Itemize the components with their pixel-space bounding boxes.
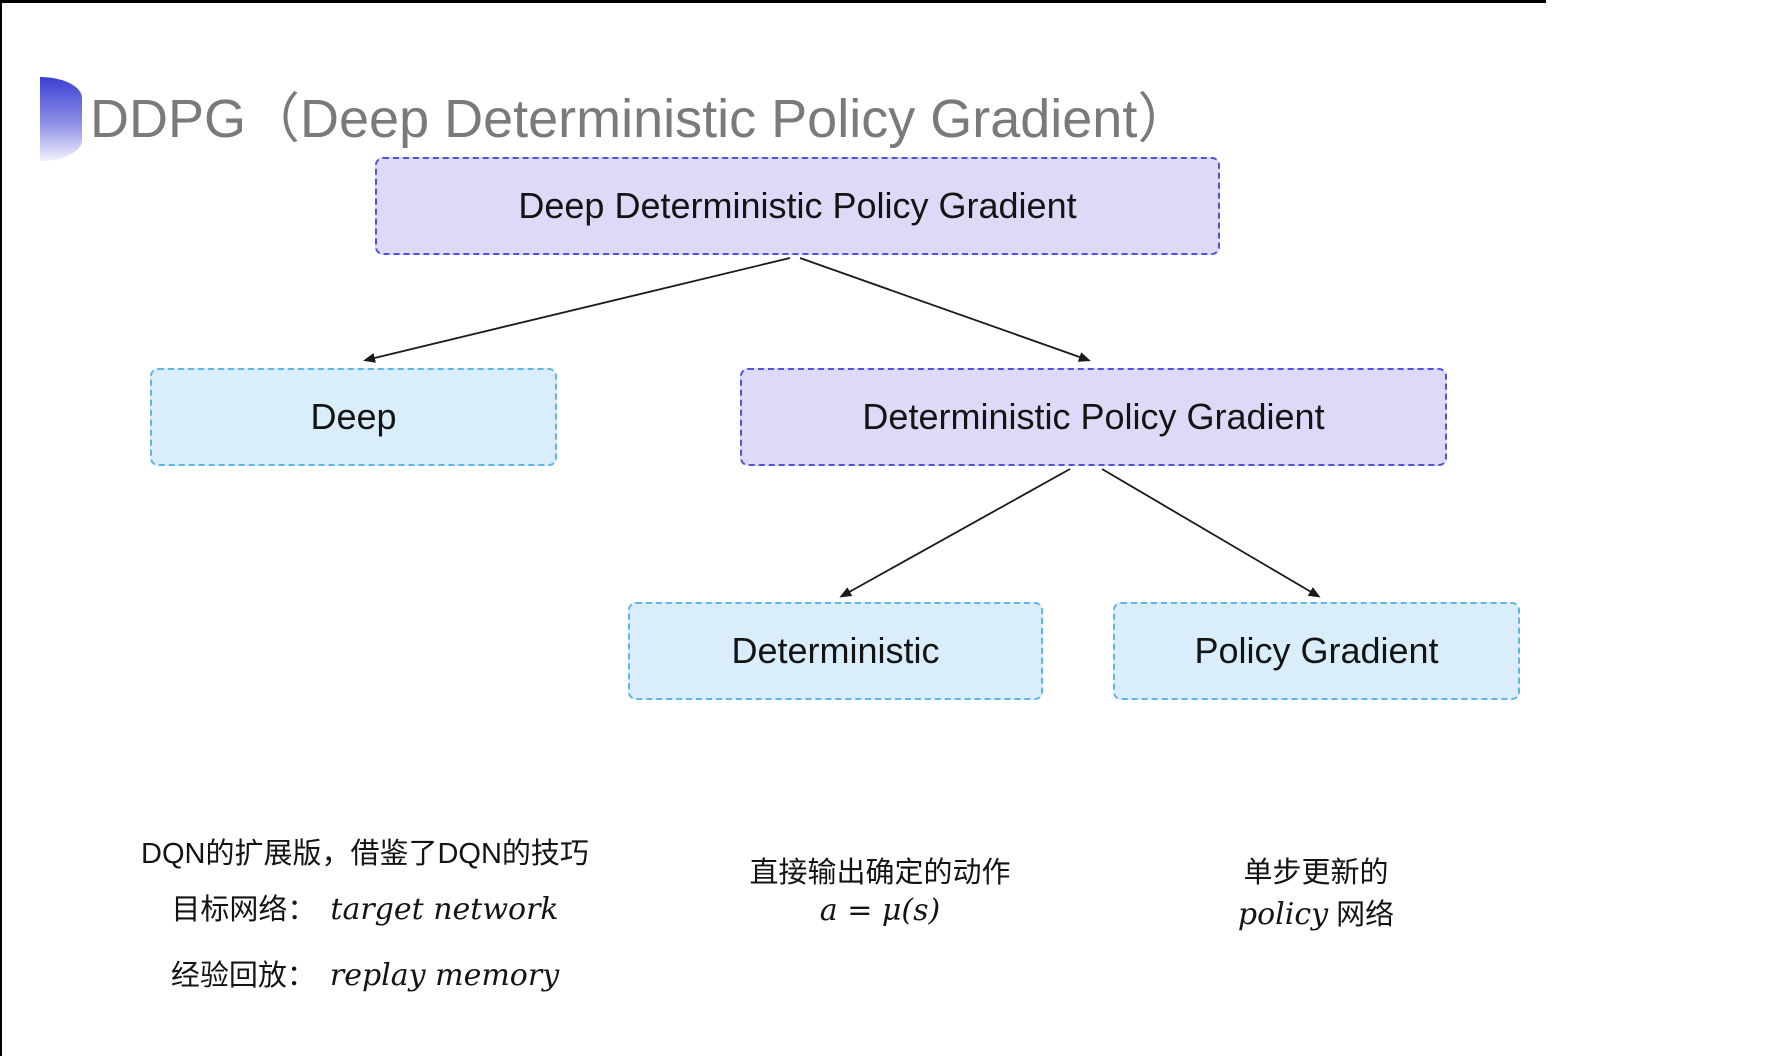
node-deterministic-label: Deterministic bbox=[731, 630, 940, 671]
node-deep: Deep bbox=[150, 368, 557, 466]
node-policy-gradient-label: Policy Gradient bbox=[1194, 630, 1439, 671]
note-policy-gradient-suffix: 网络 bbox=[1328, 899, 1395, 931]
note-policy-gradient-line1: 单步更新的 bbox=[1243, 857, 1389, 889]
note-deep-line2-label: 目标网络： bbox=[171, 894, 317, 926]
window-border-top bbox=[0, 0, 1546, 3]
note-deterministic-formula: a = μ(s) bbox=[819, 893, 941, 928]
note-deep-line1: DQN的扩展版，借鉴了DQN的技巧 bbox=[141, 838, 589, 870]
note-deep-line3-term: replay memory bbox=[329, 958, 560, 993]
arrow-root-to-dpg bbox=[799, 257, 1091, 362]
note-deep-line3-label: 经验回放： bbox=[170, 960, 316, 992]
arrow-dpg-to-deterministic bbox=[839, 468, 1071, 598]
node-root-label: Deep Deterministic Policy Gradient bbox=[518, 185, 1077, 226]
note-deterministic-line1: 直接输出确定的动作 bbox=[749, 857, 1011, 889]
page-title: DDPG（Deep Deterministic Policy Gradient） bbox=[90, 89, 1192, 149]
arrow-root-to-deep bbox=[363, 257, 791, 363]
title-bullet-icon bbox=[40, 77, 82, 161]
note-deep-line3: 经验回放： replay memory bbox=[100, 952, 630, 994]
note-policy-gradient-line2: policy 网络 bbox=[1130, 891, 1502, 933]
node-deterministic-policy-gradient: Deterministic Policy Gradient bbox=[740, 368, 1447, 466]
note-deep-line2-term: target network bbox=[330, 892, 559, 927]
note-deep-line2: 目标网络： target network bbox=[100, 886, 630, 928]
node-root: Deep Deterministic Policy Gradient bbox=[375, 157, 1220, 255]
window-border-left bbox=[0, 0, 2, 1056]
node-deep-label: Deep bbox=[310, 396, 397, 437]
node-dpg-label: Deterministic Policy Gradient bbox=[862, 396, 1325, 437]
node-deterministic: Deterministic bbox=[628, 602, 1043, 700]
node-policy-gradient: Policy Gradient bbox=[1113, 602, 1520, 700]
arrow-dpg-to-policy-gradient bbox=[1101, 468, 1321, 598]
note-policy-gradient-term: policy bbox=[1237, 897, 1329, 932]
